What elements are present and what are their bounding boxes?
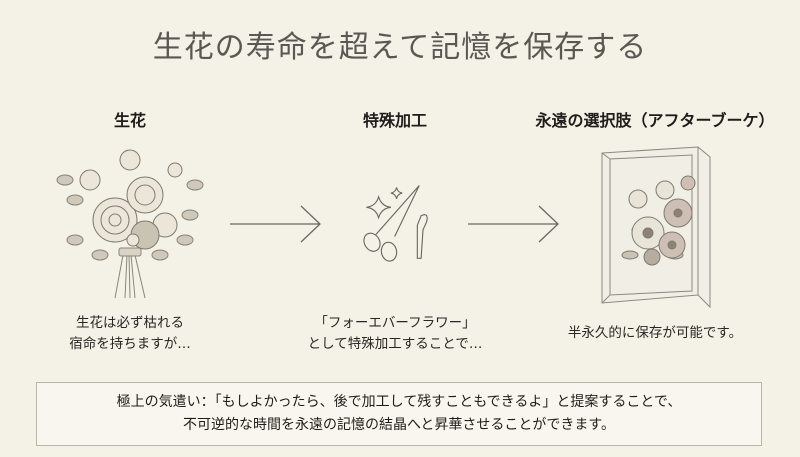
caption-line: 生花は必ず枯れる	[76, 315, 184, 331]
caption-line: として特殊加工することで…	[307, 336, 483, 352]
note-line-1: 極上の気遣い：「もしよかったら、後で加工して残すこともできるよ」と提案することで…	[116, 394, 682, 410]
scissors-sparkle-icon	[363, 185, 428, 262]
step-caption-special-processing: 「フォーエバーフラワー」 として特殊加工することで…	[290, 313, 500, 355]
step-caption-fresh-flowers: 生花は必ず枯れる 宿命を持ちますが…	[40, 313, 220, 355]
arrow-right-icon	[230, 205, 321, 243]
note-line-2: 不可逆的な時間を永遠の記憶の結晶へと昇華させることができます。	[183, 417, 615, 433]
flower-bouquet-icon	[56, 149, 204, 299]
caption-line: 宿命を持ちますが…	[69, 336, 191, 352]
step-heading-special-processing: 特殊加工	[362, 111, 427, 130]
page-title: 生花の寿命を超えて記憶を保存する	[152, 30, 648, 65]
note-box: 極上の気遣い：「もしよかったら、後で加工して残すこともできるよ」と提案することで…	[36, 382, 762, 446]
framed-flowers-icon	[601, 146, 711, 309]
step-heading-fresh-flowers: 生花	[113, 111, 146, 130]
arrow-right-icon	[468, 205, 559, 243]
caption-line: 半永久的に保存が可能です。	[567, 325, 743, 341]
step-heading-after-bouquet: 永遠の選択肢（アフターブーケ）	[535, 111, 775, 130]
step-caption-after-bouquet: 半永久的に保存が可能です。	[555, 323, 755, 344]
caption-line: 「フォーエバーフラワー」	[314, 315, 476, 331]
